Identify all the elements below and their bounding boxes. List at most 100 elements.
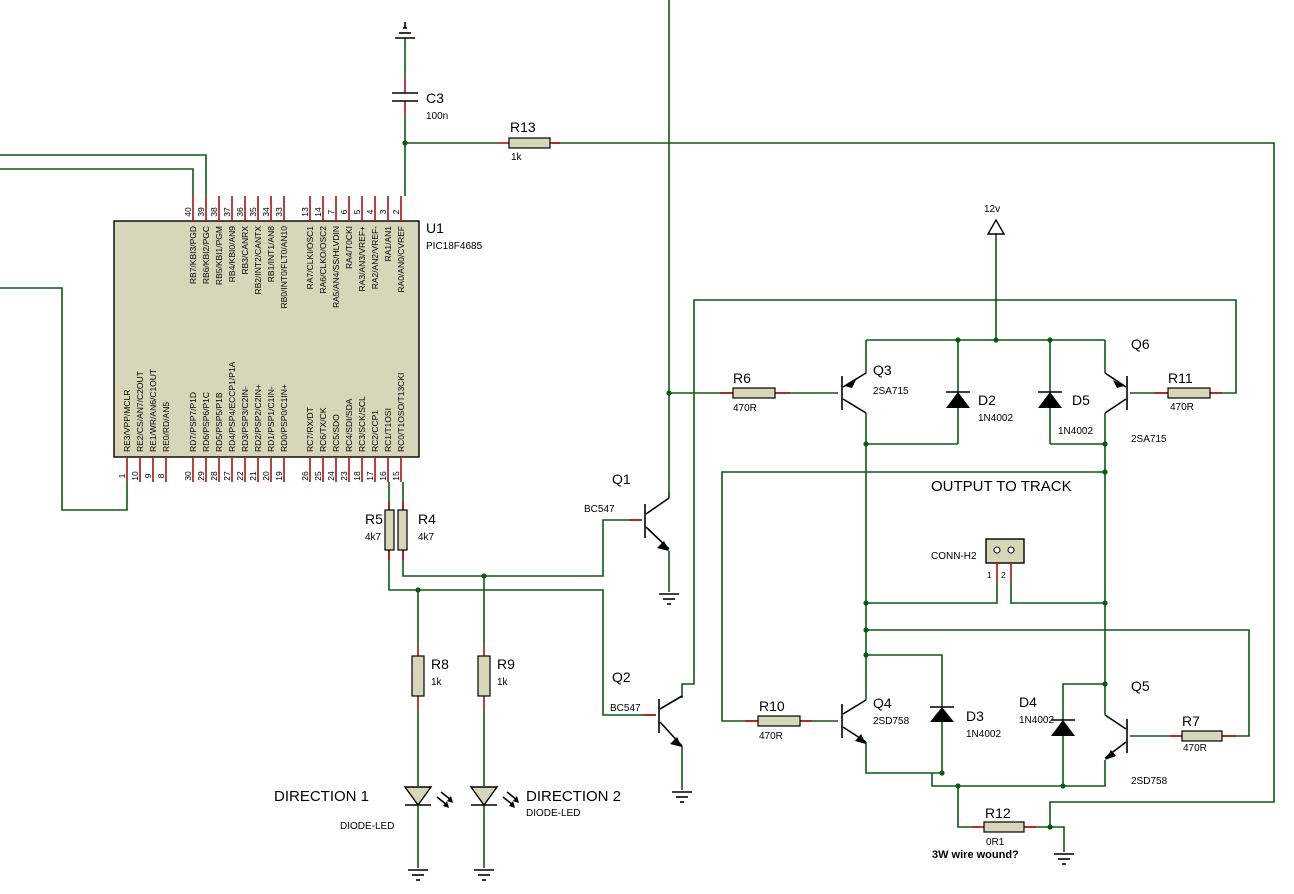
mcu-pin-name: RC4/SDI/SDA	[344, 398, 354, 452]
r12-value: 0R1	[986, 837, 1005, 848]
r4-ref: R4	[418, 511, 436, 527]
resistor-r12: R12 0R1 3W wire wound?	[932, 805, 1036, 861]
r7-value: 470R	[1183, 743, 1207, 754]
mcu-pin-number: 29	[196, 471, 206, 481]
mcu-pin-number: 33	[274, 207, 284, 217]
mcu-pin-number: 39	[196, 207, 206, 217]
c3-value: 100n	[426, 111, 448, 122]
conn-part: CONN-H2	[931, 551, 977, 562]
r13-value: 1k	[511, 152, 523, 163]
ground-icon	[474, 869, 494, 881]
r10-value: 470R	[759, 731, 783, 742]
mcu-pin-name: RD6/PSP6/P1C	[201, 392, 211, 452]
led1-part: DIODE-LED	[340, 821, 394, 832]
mcu-pin-name: RC7/RX/DT	[305, 407, 315, 452]
r8-ref: R8	[431, 656, 449, 672]
supply-label: 12v	[984, 204, 1000, 215]
q2-part: BC547	[610, 703, 641, 714]
mcu-pin-number: 28	[209, 471, 219, 481]
mcu-pin-name: RB6/KBI2/PGC	[201, 226, 211, 284]
resistor-r10: R10 470R	[745, 698, 812, 742]
mcu-pin-number: 9	[143, 473, 153, 478]
mcu-pin-name: RC5/SDO	[331, 414, 341, 452]
mcu-pin-name: RC1/T1OSI	[383, 408, 393, 452]
mcu-pin-number: 10	[130, 471, 140, 481]
output-title: OUTPUT TO TRACK	[931, 478, 1072, 495]
mcu-pin-name: RD3/PSP3/C2IN-	[240, 386, 250, 452]
mcu-pin-name: RA5/AN4/SS/HLVDIN	[331, 226, 341, 308]
d2-ref: D2	[978, 392, 996, 408]
mcu-pin-number: 21	[248, 471, 258, 481]
q1-ref: Q1	[612, 471, 631, 487]
mcu-pin-name: RC0/T1OSO/T13CKI	[396, 373, 406, 452]
d2-part: 1N4002	[978, 413, 1013, 424]
r13-ref: R13	[510, 119, 536, 135]
led1-label: DIRECTION 1	[274, 788, 369, 805]
mcu-pin-number: 24	[326, 471, 336, 481]
led-direction-2: DIRECTION 2 DIODE-LED	[469, 786, 621, 819]
mcu-pin-name: RB7/KBI3/PGD	[188, 226, 198, 284]
mcu-pin-number: 7	[326, 209, 336, 214]
r11-value: 470R	[1170, 402, 1194, 413]
mcu-pin-number: 4	[365, 209, 375, 214]
mcu-ref: U1	[426, 220, 444, 236]
connector-output: OUTPUT TO TRACK CONN-H2 1 2	[931, 478, 1072, 583]
mcu-pin-name: RD7/PSP7/P1D	[188, 392, 198, 452]
mcu-pin-number: 27	[222, 471, 232, 481]
r6-ref: R6	[733, 370, 751, 386]
mcu-pin-name: RE1/WR/AN6/C1OUT	[148, 369, 158, 452]
q1-part: BC547	[584, 504, 615, 515]
d4-part: 1N4002	[1019, 715, 1054, 726]
resistor-r7: R7 470R	[1170, 713, 1236, 754]
mcu-pin-number: 26	[300, 471, 310, 481]
mcu-pin-number: 15	[391, 471, 401, 481]
mcu-pin-name: RB5/KBI1/PGM	[214, 226, 224, 285]
mcu-pin-name: RC2/CCP1	[370, 410, 380, 452]
q4-ref: Q4	[873, 695, 892, 711]
resistor-r8: R8 1k	[411, 645, 449, 709]
mcu-pin-name: RE2/CS/AN7/C2OUT	[135, 371, 145, 452]
diode-d3: D3 1N4002	[930, 706, 1001, 740]
q6-part: 2SA715	[1131, 434, 1167, 445]
d5-part: 1N4002	[1058, 426, 1093, 437]
r7-ref: R7	[1182, 713, 1200, 729]
mcu-pin-number: 3	[378, 209, 388, 214]
mcu-part: PIC18F4685	[426, 241, 483, 252]
transistor-q4: Q4 2SD758	[841, 672, 910, 744]
mcu-pin-name: RD1/PSP1/C1IN-	[266, 386, 276, 452]
ground-icon	[659, 593, 679, 605]
mcu-pin-name: RB1/INT1/AN8	[266, 226, 276, 282]
resistor-r13: R13 1k	[499, 119, 560, 163]
ground-icon	[672, 791, 692, 803]
mcu-pin-number: 1	[117, 473, 127, 478]
mcu-pin-name: RA6/CLKO/OSC2	[318, 226, 328, 294]
capacitor-c3: C3 100n	[392, 78, 448, 122]
d3-ref: D3	[966, 708, 984, 724]
mcu-pin-name: RB4/KBI0/AN9	[227, 226, 237, 282]
mcu-pin-number: 5	[352, 209, 362, 214]
mcu-pin-number: 35	[248, 207, 258, 217]
mcu-pin-number: 36	[235, 207, 245, 217]
mcu-pin-number: 34	[261, 207, 271, 217]
mcu-top-pin-stubs: 40RB7/KBI3/PGD39RB6/KBI2/PGC38RB5/KBI1/P…	[183, 196, 406, 309]
mcu-pin-number: 38	[209, 207, 219, 217]
mcu-pin-number: 30	[183, 471, 193, 481]
mcu-pin-number: 16	[378, 471, 388, 481]
wires	[0, 0, 1275, 868]
mcu-pin-number: 23	[339, 471, 349, 481]
transistor-q1: Q1 BC547	[584, 471, 670, 551]
mcu-pin-name: RA7/CLKI/OSC1	[305, 226, 315, 290]
mcu-pin-name: RE3/VPP/MCLR	[122, 390, 132, 452]
supply-12v: 12v	[984, 204, 1006, 235]
mcu-pin-name: RA0/AN0/CVREF	[396, 226, 406, 293]
mcu-pin-name: RD2/PSP2/C2IN+	[253, 384, 263, 452]
r8-value: 1k	[431, 677, 443, 688]
mcu-pin-number: 18	[352, 471, 362, 481]
r6-value: 470R	[733, 403, 757, 414]
mcu-bottom-pin-stubs: 1 RE3/VPP/MCLR 10 RE2/CS/AN7/C2OUT 9 RE1/WR/A…	[117, 361, 406, 482]
transistor-q3: Q3 2SA715	[841, 362, 909, 414]
ground-icon	[1054, 853, 1074, 865]
r9-value: 1k	[497, 677, 509, 688]
mcu-pin-number: 2	[391, 209, 401, 214]
